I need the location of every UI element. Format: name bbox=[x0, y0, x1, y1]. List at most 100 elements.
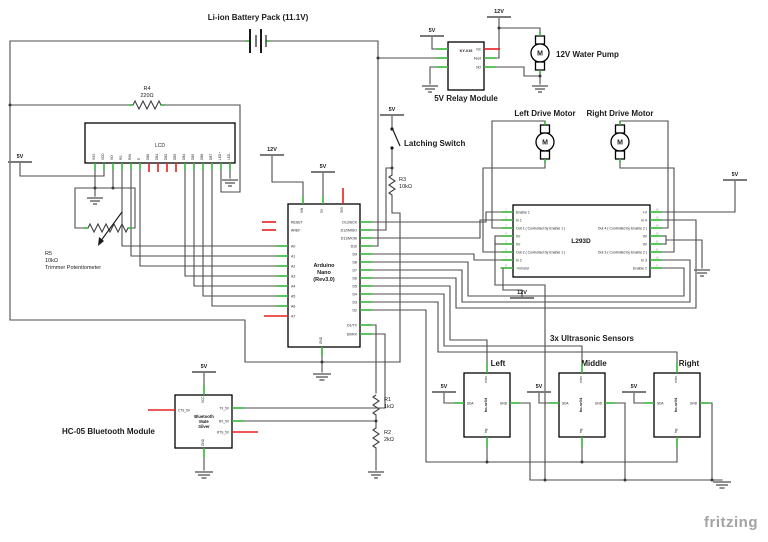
resistor-r2[interactable]: R2 2kΩ bbox=[372, 427, 394, 449]
wire[interactable] bbox=[271, 154, 304, 197]
resistor-value: 10kΩ bbox=[45, 258, 58, 264]
lcd-pin-label: DB1 bbox=[155, 154, 159, 160]
wire[interactable] bbox=[538, 391, 550, 404]
left-drive-motor[interactable]: Left Drive Motor M bbox=[514, 109, 576, 163]
wire[interactable] bbox=[495, 16, 500, 59]
pin-number: 10 bbox=[655, 256, 659, 260]
ground-symbol[interactable] bbox=[368, 471, 384, 479]
ultrasonic-right[interactable]: Right hc-sr04 SDA GND echo trig bbox=[644, 359, 710, 447]
lcd-pin-label: DB0 bbox=[146, 154, 150, 160]
wire[interactable] bbox=[371, 219, 502, 239]
wire[interactable] bbox=[202, 169, 277, 297]
wire[interactable] bbox=[431, 35, 437, 50]
sensor-pin-label: echo bbox=[674, 376, 678, 383]
wire[interactable] bbox=[371, 324, 377, 394]
wire[interactable] bbox=[74, 187, 136, 229]
bluetooth-body[interactable] bbox=[174, 394, 233, 449]
wire[interactable] bbox=[443, 391, 455, 404]
water-pump[interactable]: M 12V Water Pump bbox=[530, 32, 619, 74]
wire[interactable] bbox=[633, 391, 645, 404]
ground-symbol[interactable] bbox=[532, 85, 548, 93]
resistor-r1[interactable]: R1 1kΩ bbox=[372, 394, 394, 416]
lcd-pin-label: E bbox=[137, 158, 141, 160]
lcd-body[interactable] bbox=[84, 122, 236, 164]
wire[interactable] bbox=[371, 309, 488, 463]
ground-symbol[interactable] bbox=[713, 481, 731, 489]
wire[interactable] bbox=[371, 57, 437, 247]
wire[interactable] bbox=[243, 333, 386, 409]
lcd-display[interactable]: LCD VSS VDD VO RS R/W E DB0 DB1 DB2 DB3 … bbox=[84, 122, 236, 172]
sensor-pin-label: trig bbox=[484, 428, 488, 433]
ground-symbol[interactable] bbox=[313, 373, 331, 381]
relay-pin-label: NC bbox=[476, 48, 481, 52]
wire[interactable] bbox=[121, 169, 277, 247]
wire[interactable] bbox=[371, 301, 678, 364]
arduino-pin-label: A5 bbox=[291, 295, 295, 299]
trimmer-potentiometer[interactable]: R5 10kΩ Trimmer Potentiometer bbox=[45, 211, 132, 271]
wire[interactable] bbox=[160, 104, 241, 193]
wire[interactable] bbox=[371, 285, 488, 364]
motor-terminal bbox=[539, 124, 551, 134]
wire[interactable] bbox=[661, 179, 736, 213]
wire[interactable] bbox=[211, 169, 277, 307]
sensor-body[interactable] bbox=[558, 372, 606, 438]
wire[interactable] bbox=[193, 169, 277, 287]
sensor-pin-label: SDA bbox=[657, 402, 664, 406]
motor-terminal bbox=[534, 61, 546, 71]
junction bbox=[8, 103, 12, 107]
junction bbox=[111, 186, 115, 190]
wire[interactable] bbox=[495, 66, 541, 77]
wire[interactable] bbox=[269, 40, 379, 59]
fritzing-watermark: fritzing bbox=[704, 514, 758, 531]
motor-label: Right Drive Motor bbox=[586, 109, 653, 118]
latching-switch[interactable]: Latching Switch bbox=[390, 127, 465, 150]
ground-symbol[interactable] bbox=[87, 197, 103, 205]
wire[interactable] bbox=[391, 194, 401, 363]
wire[interactable] bbox=[371, 293, 583, 364]
wire[interactable] bbox=[130, 169, 277, 257]
battery[interactable]: Li-ion Battery Pack (11.1V) bbox=[208, 13, 309, 53]
wire[interactable] bbox=[371, 253, 502, 261]
wire[interactable] bbox=[614, 402, 626, 481]
relay-module[interactable]: KY-019 NC Feed NO 5V Relay Module bbox=[434, 41, 500, 103]
lcd-pin-label: DB4 bbox=[182, 154, 186, 160]
resistor-value: 220Ω bbox=[140, 93, 153, 99]
wire[interactable] bbox=[9, 40, 401, 363]
wire[interactable] bbox=[371, 261, 685, 297]
l293d-driver[interactable]: L293D Enable 1 In 1 Out 1 ( Controlled b… bbox=[501, 204, 662, 278]
wire[interactable] bbox=[371, 211, 502, 223]
ground-symbol[interactable] bbox=[222, 179, 238, 187]
relay-body[interactable] bbox=[447, 41, 485, 91]
wire[interactable] bbox=[371, 259, 691, 303]
sensor-body[interactable] bbox=[653, 372, 701, 438]
sensor-title: Middle bbox=[581, 359, 607, 368]
ground-symbol[interactable] bbox=[694, 269, 710, 277]
ground-symbol[interactable] bbox=[195, 471, 213, 479]
l293d-pin-label: Enable 1 bbox=[516, 211, 530, 215]
wire[interactable] bbox=[19, 161, 105, 177]
arduino-body[interactable] bbox=[287, 203, 361, 348]
arduino-pin-label: GND bbox=[319, 336, 323, 344]
wire[interactable] bbox=[482, 158, 546, 253]
wire[interactable] bbox=[371, 167, 393, 231]
wire[interactable] bbox=[619, 158, 675, 253]
wire[interactable] bbox=[139, 169, 277, 267]
wire[interactable] bbox=[429, 66, 437, 85]
resistor-r3[interactable]: R3 10kΩ bbox=[388, 174, 412, 196]
right-drive-motor[interactable]: Right Drive Motor M bbox=[586, 109, 654, 163]
wire[interactable] bbox=[709, 402, 713, 481]
wire[interactable] bbox=[371, 219, 697, 309]
wire[interactable] bbox=[494, 239, 546, 481]
arduino-nano[interactable]: Arduino Nano (Rev3.0) VIN 5V 3V3 GND RES… bbox=[262, 188, 372, 356]
wire[interactable] bbox=[665, 239, 703, 269]
ultrasonic-left[interactable]: Left hc-sr04 SDA GND echo trig bbox=[454, 359, 520, 447]
ground-symbol[interactable] bbox=[422, 85, 438, 93]
l293d-body[interactable] bbox=[512, 204, 651, 278]
arduino-pin-label: D4 bbox=[353, 293, 358, 297]
wire[interactable] bbox=[184, 169, 277, 277]
ultrasonic-middle[interactable]: Middle hc-sr04 SDA GND echo trig bbox=[549, 359, 615, 447]
bluetooth-module[interactable]: Bluetooth Mate Silver CTS_5V TX_5V RX_5V… bbox=[62, 385, 258, 458]
resistor-r4[interactable]: R4 220Ω bbox=[129, 86, 165, 111]
wire[interactable] bbox=[519, 402, 531, 481]
wire[interactable] bbox=[498, 27, 541, 37]
